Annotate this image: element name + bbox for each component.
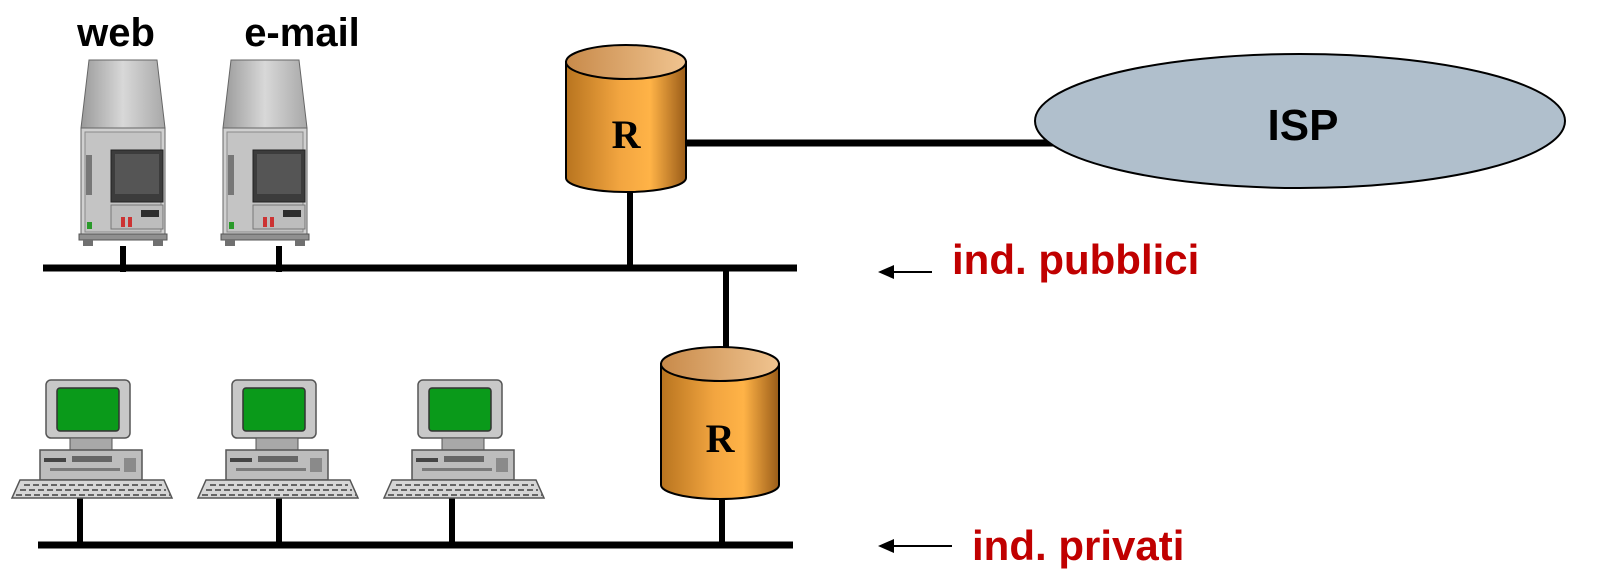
workstation-2 xyxy=(197,379,359,499)
private-arrow-icon xyxy=(878,539,894,553)
mail-server-label: e-mail xyxy=(244,11,360,55)
router-private: R xyxy=(660,346,780,500)
public-annotation-text: ind. pubblici xyxy=(952,236,1199,283)
router-private-label: R xyxy=(706,416,736,461)
web-server: web xyxy=(76,11,168,247)
web-server-label: web xyxy=(76,11,155,55)
router-public: R xyxy=(565,44,687,193)
public-arrow-icon xyxy=(878,265,894,279)
isp-ellipse xyxy=(1034,53,1566,189)
workstation-3 xyxy=(383,379,545,499)
wiring xyxy=(38,139,1055,549)
private-annotation: ind. privati xyxy=(878,522,1184,569)
public-annotation: ind. pubblici xyxy=(878,236,1199,283)
mail-server: e-mail xyxy=(220,11,360,247)
isp: ISP xyxy=(1034,53,1566,189)
isp-label: ISP xyxy=(1268,101,1339,150)
router-public-label: R xyxy=(612,112,642,157)
private-annotation-text: ind. privati xyxy=(972,522,1184,569)
workstation-1 xyxy=(11,379,173,499)
